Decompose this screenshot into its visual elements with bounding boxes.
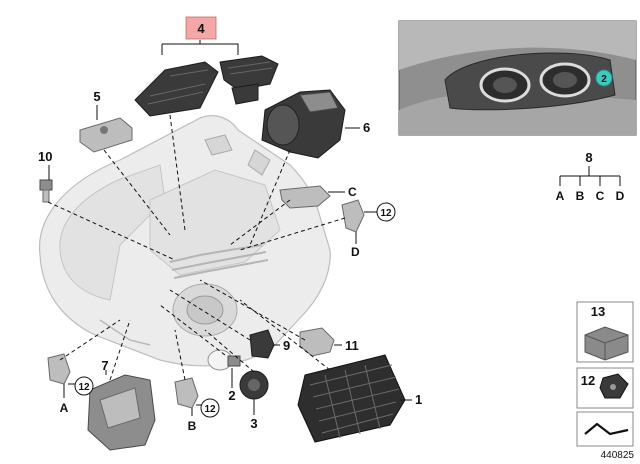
callout-d[interactable]: D <box>351 245 360 259</box>
part-6-projector[interactable] <box>261 89 346 159</box>
callout-a[interactable]: A <box>60 401 69 415</box>
part-a-bracket[interactable] <box>47 353 71 385</box>
callout-2[interactable]: 2 <box>228 388 235 403</box>
inset-photo: 2 <box>398 20 637 136</box>
tree8-a[interactable]: A <box>556 189 565 203</box>
callout-1[interactable]: 1 <box>415 392 422 407</box>
symbol-panel <box>576 411 634 447</box>
part-13-panel[interactable]: 13 <box>576 301 634 363</box>
callout-13[interactable]: 13 <box>591 304 605 319</box>
callout-8[interactable]: 8 <box>585 150 592 165</box>
callout-b[interactable]: B <box>188 419 197 433</box>
inset-marker-label[interactable]: 2 <box>601 74 607 85</box>
part-1-control-unit[interactable] <box>297 354 406 443</box>
callout-12[interactable]: 12 <box>581 373 595 388</box>
inset-marker-circle <box>595 69 613 87</box>
tree8-d[interactable]: D <box>616 189 625 203</box>
callout-9[interactable]: 9 <box>283 338 290 353</box>
part-b-bracket[interactable] <box>174 377 199 409</box>
ref-12-b[interactable]: 12 <box>204 404 216 415</box>
part-9-cap[interactable] <box>249 329 275 359</box>
part-5-bracket[interactable] <box>79 117 133 153</box>
part-4-covers[interactable] <box>134 55 279 117</box>
callout-labels: 4 5 6 10 C D 9 11 7 2 3 1 A B <box>38 16 422 433</box>
ref-12-a[interactable]: 12 <box>78 382 90 393</box>
part-d-bracket[interactable] <box>341 199 365 233</box>
diagram-id: 440825 <box>601 450 635 461</box>
callout-5[interactable]: 5 <box>93 89 100 104</box>
dashed-leaders <box>47 114 346 381</box>
ref-12-d[interactable]: 12 <box>380 208 392 219</box>
part-7-bracket[interactable] <box>87 374 156 451</box>
leader-lines <box>48 40 412 416</box>
callout-11[interactable]: 11 <box>345 338 359 353</box>
headlight-housing <box>38 115 331 367</box>
callout-3[interactable]: 3 <box>250 416 257 431</box>
callout-7[interactable]: 7 <box>101 358 108 373</box>
part-12-panel[interactable]: 12 <box>576 367 634 409</box>
ref-12-markers: 12 12 12 <box>74 202 396 418</box>
part-8-tree: 8 A B C D <box>556 150 625 203</box>
part-11-socket[interactable] <box>299 327 335 357</box>
part-2-bulb[interactable] <box>207 349 241 371</box>
tree8-b[interactable]: B <box>576 189 585 203</box>
callout-4-highlight <box>185 16 217 40</box>
callout-4[interactable]: 4 <box>197 21 205 36</box>
callout-c[interactable]: C <box>348 185 357 199</box>
part-10-screw[interactable] <box>39 179 53 203</box>
part-3-cap[interactable] <box>239 370 269 400</box>
callout-6[interactable]: 6 <box>363 120 370 135</box>
part-c-bracket[interactable] <box>279 185 331 209</box>
callout-10[interactable]: 10 <box>38 149 52 164</box>
tree8-c[interactable]: C <box>596 189 605 203</box>
